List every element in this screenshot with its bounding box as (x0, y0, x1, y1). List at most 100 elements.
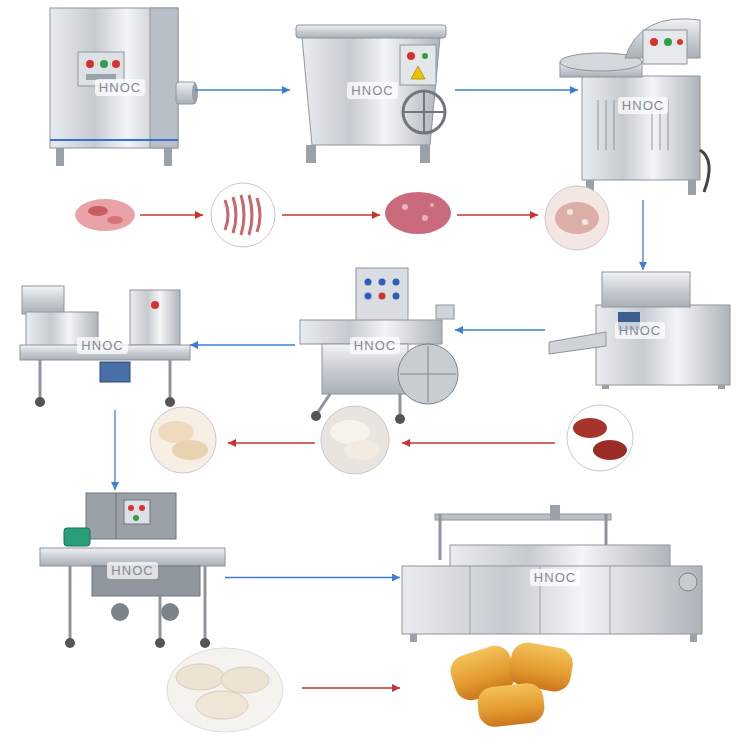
machine-box: HNOC (400, 510, 710, 645)
battering-machine-part (311, 411, 321, 421)
battering-machine-part (400, 374, 456, 375)
breading-machine-part (22, 286, 64, 314)
bowl-chopper-part (650, 38, 658, 46)
raw-meat-part (107, 216, 123, 224)
chopped-meat-circle (545, 186, 609, 250)
breading-machine-part (35, 397, 45, 407)
ground-meat-circle (211, 183, 275, 247)
breading-coating-machine-part (139, 505, 145, 511)
watermark-text: HNOC (77, 337, 127, 354)
minced-meat-part (402, 204, 408, 210)
breading-coating-machine-part (116, 493, 117, 539)
vacuum-mixer-part (400, 45, 436, 85)
breading-coating-machine-part (111, 603, 129, 621)
machine-box: HNOC (40, 490, 225, 650)
ground-meat-circle-part (211, 183, 275, 247)
breading-coating-machine-part (128, 505, 134, 511)
patty-forming-machine-part (549, 332, 606, 354)
bowl-chopper-part (606, 100, 607, 150)
bowl-chopper-part (688, 180, 696, 195)
product-arrow-part (402, 442, 555, 444)
coated-patties-plate-part (221, 667, 269, 693)
breading-coating-machine-part (155, 638, 165, 648)
ground-meat-circle-part (225, 195, 260, 235)
battering-machine-part (399, 394, 402, 414)
raw-meat-part (88, 206, 108, 216)
breaded-patty-circle (150, 407, 216, 473)
battering-machine-part (393, 293, 400, 300)
battering-machine-part (318, 394, 330, 412)
machine-box: HNOC (15, 280, 190, 410)
chopped-meat-circle-part (555, 202, 599, 234)
continuous-fryer-part (690, 634, 697, 642)
battering-machine (300, 268, 458, 424)
breading-machine-part (151, 301, 159, 309)
meat-grinder-part (100, 60, 108, 68)
watermark-text: HNOC (350, 337, 400, 354)
vacuum-mixer (296, 25, 446, 163)
flow-arrow (114, 410, 115, 490)
battered-patty-circle (321, 406, 389, 474)
product-arrow-part (282, 214, 380, 216)
watermark-text: HNOC (107, 562, 157, 579)
watermark-text: HNOC (615, 322, 665, 339)
patty-forming-machine-part (718, 385, 725, 389)
breading-coating-machine-part (204, 566, 207, 638)
continuous-fryer-part (402, 566, 702, 634)
flow-arrow (455, 89, 578, 90)
breaded-patty-circle-part (172, 440, 208, 460)
continuous-fryer-part (679, 573, 697, 591)
machine-box: HNOC (290, 15, 455, 165)
watermark-text: HNOC (618, 97, 668, 114)
product-arrow-part (457, 214, 538, 216)
watermark-text: HNOC (347, 82, 397, 99)
battering-machine-part (436, 305, 454, 319)
flow-arrow (642, 200, 643, 270)
breading-coating-machine-part (161, 603, 179, 621)
patty-forming-machine (549, 272, 730, 389)
battering-machine-part (379, 279, 386, 286)
bowl-chopper-part (598, 100, 599, 150)
patty-forming-machine-part (602, 272, 690, 307)
formed-patty-circle-part (573, 418, 607, 438)
meat-grinder-part (112, 60, 120, 68)
chopped-meat-circle-part (567, 209, 573, 215)
battering-machine-part (365, 279, 372, 286)
battered-patty-circle-part (321, 406, 389, 474)
minced-meat-part (385, 192, 451, 234)
vacuum-mixer-part (403, 111, 445, 113)
vacuum-mixer-part (422, 53, 428, 59)
meat-grinder-part (164, 148, 172, 166)
breading-coating-machine-part (86, 493, 176, 539)
continuous-fryer-part (410, 634, 417, 642)
product-arrow (140, 215, 555, 688)
meat-grinder-part (150, 8, 178, 148)
machine-box: HNOC (45, 5, 195, 170)
fried-nuggets-part (476, 682, 546, 729)
meat-grinder-part (192, 83, 198, 103)
meat-grinder (50, 8, 198, 166)
vacuum-mixer-part (306, 145, 316, 163)
vacuum-mixer-part (411, 66, 425, 79)
flow-arrow (225, 577, 400, 578)
product-arrow-part (140, 214, 203, 216)
bowl-chopper (560, 19, 709, 195)
bowl-chopper-part (582, 76, 700, 180)
coated-patties-plate (167, 648, 283, 732)
continuous-fryer-part (439, 514, 442, 560)
product-arrow-part (228, 442, 315, 444)
battering-machine-part (393, 279, 400, 286)
breading-coating-machine-part (124, 500, 150, 524)
breaded-patty-circle-part (158, 421, 194, 443)
bowl-chopper-part (614, 100, 615, 150)
breading-coating-machine-part (200, 638, 210, 648)
breading-machine-part (100, 362, 130, 382)
flow-arrow (190, 344, 295, 345)
meat-grinder-part (56, 148, 64, 166)
vacuum-mixer-part (420, 145, 430, 163)
meat-grinder-part (86, 60, 94, 68)
continuous-fryer (402, 505, 702, 642)
battering-machine-part (395, 414, 405, 424)
